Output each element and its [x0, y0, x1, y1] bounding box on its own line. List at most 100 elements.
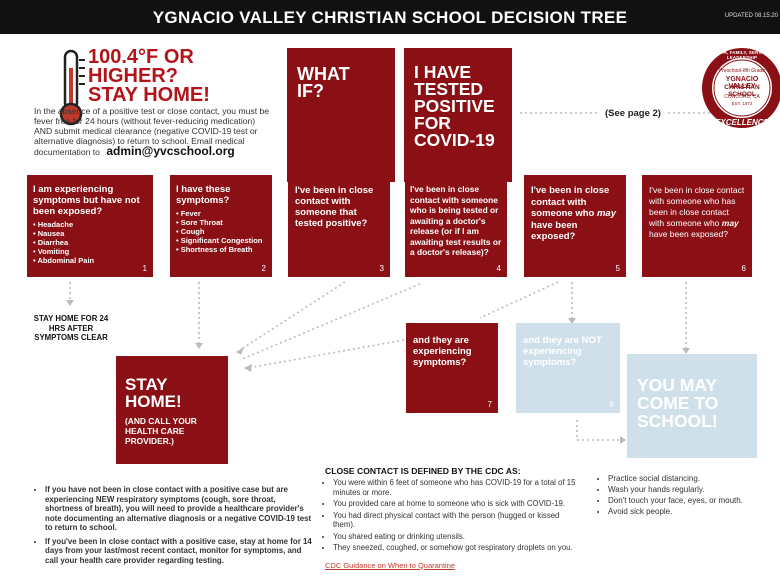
arrow-box4-to-stay-home: [239, 283, 421, 361]
box-number: 6: [741, 264, 746, 273]
question-box-2: I have these symptoms? Fever Sore Throat…: [170, 175, 272, 277]
question-box-1: I am experiencing symptoms but have not …: [27, 175, 153, 277]
what-if-box: WHAT IF?: [287, 48, 395, 182]
close-contact-title: CLOSE CONTACT IS DEFINED BY THE CDC AS:: [325, 466, 521, 476]
prevention-item: Don't touch your face, eyes, or mouth.: [608, 496, 778, 506]
logo-ring-top: FAITH, FAMILY, SERVANT LEADERSHIP: [713, 50, 771, 60]
stay-home-title: STAY HOME!: [125, 375, 182, 411]
question-2-text: I have these symptoms?: [176, 184, 231, 206]
close-contact-item: They sneezed, coughed, or somehow got re…: [333, 543, 581, 553]
box-number: 1: [142, 264, 147, 273]
arrow-box3-to-stay-home: [239, 281, 346, 351]
fever-title: 100.4°F OR HIGHER? STAY HOME!: [88, 46, 210, 106]
question-5-text-a: I've been in close contact with someone …: [531, 185, 610, 219]
close-contact-item: You had direct physical contact with the…: [333, 511, 581, 530]
what-if-label: WHAT IF?: [297, 64, 350, 101]
question-box-4: I've been in close contact with someone …: [405, 175, 507, 277]
prevention-item: Avoid sick people.: [608, 507, 778, 517]
guidance-item: If you've been in close contact with a p…: [45, 537, 313, 566]
experiencing-symptoms-box: and they are experiencing symptoms? 7: [406, 323, 498, 413]
stay-home-24hrs: STAY HOME FOR 24 HRS AFTER SYMPTOMS CLEA…: [33, 314, 109, 342]
symptom-item: Significant Congestion: [176, 236, 266, 245]
come-to-school-text: YOU MAY COME TO SCHOOL!: [637, 375, 719, 431]
question-1-text: I am experiencing symptoms but have not …: [33, 184, 140, 217]
left-guidance-list: If you have not been in close contact wi…: [31, 485, 313, 565]
close-contact-section: CLOSE CONTACT IS DEFINED BY THE CDC AS: …: [325, 466, 581, 573]
header-bar: YGNACIO VALLEY CHRISTIAN SCHOOL DECISION…: [0, 0, 780, 34]
close-contact-list: You were within 6 feet of someone who ha…: [325, 478, 581, 553]
question-2-symptoms: Fever Sore Throat Cough Significant Cong…: [176, 209, 266, 254]
symptom-item: Sore Throat: [176, 218, 266, 227]
arrowhead: [66, 300, 74, 306]
symptom-item: Abdominal Pain: [33, 256, 147, 265]
logo-ring-bottom: EXCELLENCE: [715, 118, 769, 127]
arrowhead: [682, 348, 690, 354]
arrowhead: [195, 343, 203, 349]
symptom-item: Cough: [176, 227, 266, 236]
box-number: 7: [487, 400, 492, 409]
question-3-text: I've been in close contact with someone …: [295, 185, 374, 229]
close-contact-item: You were within 6 feet of someone who ha…: [333, 478, 581, 497]
question-5-text-b: have been exposed?: [531, 219, 578, 243]
question-box-6: I've been in close contact with someone …: [642, 175, 752, 277]
box-number: 3: [379, 264, 384, 273]
arrow-exp-to-stay-home: [247, 339, 405, 369]
come-to-school-box: YOU MAY COME TO SCHOOL!: [627, 354, 757, 458]
fever-title-line-2: HIGHER?: [88, 65, 178, 87]
arrowhead: [236, 347, 244, 355]
prevention-tips: Practice social distancing. Wash your ha…: [598, 474, 778, 518]
logo-name-1: YGNACIO VALLEY: [725, 76, 759, 90]
question-1-symptoms: Headache Nausea Diarrhea Vomiting Abdomi…: [33, 220, 147, 265]
experiencing-text: and they are experiencing symptoms?: [413, 335, 472, 368]
symptom-item: Nausea: [33, 229, 147, 238]
box-number: 8: [609, 400, 614, 409]
arrowhead: [620, 436, 626, 444]
see-page-connector: [520, 112, 713, 114]
question-box-3: I've been in close contact with someone …: [288, 175, 390, 277]
fever-instructions: In the absence of a positive test or clo…: [34, 106, 270, 157]
left-guidance: If you have not been in close contact wi…: [31, 485, 313, 569]
symptom-item: Vomiting: [33, 247, 147, 256]
stay-home-box: STAY HOME! (AND CALL YOUR HEALTH CARE PR…: [116, 356, 228, 464]
admin-email-link[interactable]: admin@yvcschool.org: [106, 144, 235, 158]
prevention-item: Practice social distancing.: [608, 474, 778, 484]
arrow-notexp-to-school: [576, 420, 620, 441]
page-title: YGNACIO VALLEY CHRISTIAN SCHOOL DECISION…: [152, 8, 628, 27]
close-contact-item: You provided care at home to someone who…: [333, 499, 581, 509]
thermometer-icon: [54, 48, 88, 128]
cdc-guidance-link[interactable]: CDC Guidance on When to Quarantine: [325, 560, 456, 570]
fever-title-line-1: 100.4°F OR: [88, 46, 194, 68]
prevention-list: Practice social distancing. Wash your ha…: [598, 474, 778, 517]
tested-positive-box: I HAVE TESTED POSITIVE FOR COVID-19: [404, 48, 512, 182]
symptom-item: Headache: [33, 220, 147, 229]
box-number: 2: [261, 264, 266, 273]
arrowhead: [568, 318, 576, 324]
symptom-item: Diarrhea: [33, 238, 147, 247]
arrow-box5-to-exp: [479, 281, 559, 319]
box-number: 5: [615, 264, 620, 273]
fever-body: In the absence of a positive test or clo…: [34, 106, 270, 157]
question-4-text: I've been in close contact with someone …: [410, 184, 502, 257]
close-contact-item: You shared eating or drinking utensils.: [333, 532, 581, 542]
see-page-2: (See page 2): [605, 108, 661, 119]
question-6-text-b: have been exposed?: [649, 229, 728, 239]
question-6-text-a: I've been in close contact with someone …: [649, 185, 745, 228]
question-5-emphasis: may: [596, 208, 616, 219]
question-box-5: I've been in close contact with someone …: [524, 175, 626, 277]
stay-home-sub: (AND CALL YOUR HEALTH CARE PROVIDER.): [125, 416, 197, 446]
arrowhead: [244, 364, 252, 372]
fever-title-line-3: STAY HOME!: [88, 84, 210, 106]
prevention-item: Wash your hands regularly.: [608, 485, 778, 495]
logo-est: EST. 1972: [731, 101, 753, 106]
guidance-item: If you have not been in close contact wi…: [45, 485, 313, 533]
question-5-text: I've been in close contact with someone …: [531, 185, 619, 243]
symptom-item: Shortness of Breath: [176, 245, 266, 254]
box-number: 4: [496, 264, 501, 273]
updated-date: UPDATED 08.15.20: [724, 13, 778, 19]
logo-city: CONCORD, CA: [724, 94, 760, 100]
tested-positive-label: I HAVE TESTED POSITIVE FOR COVID-19: [414, 62, 495, 150]
logo-name-2: CHRISTIAN SCHOOL: [724, 84, 760, 98]
logo-grades: Preschool-8th Grade: [718, 68, 766, 74]
question-6-text: I've been in close contact with someone …: [649, 185, 745, 240]
